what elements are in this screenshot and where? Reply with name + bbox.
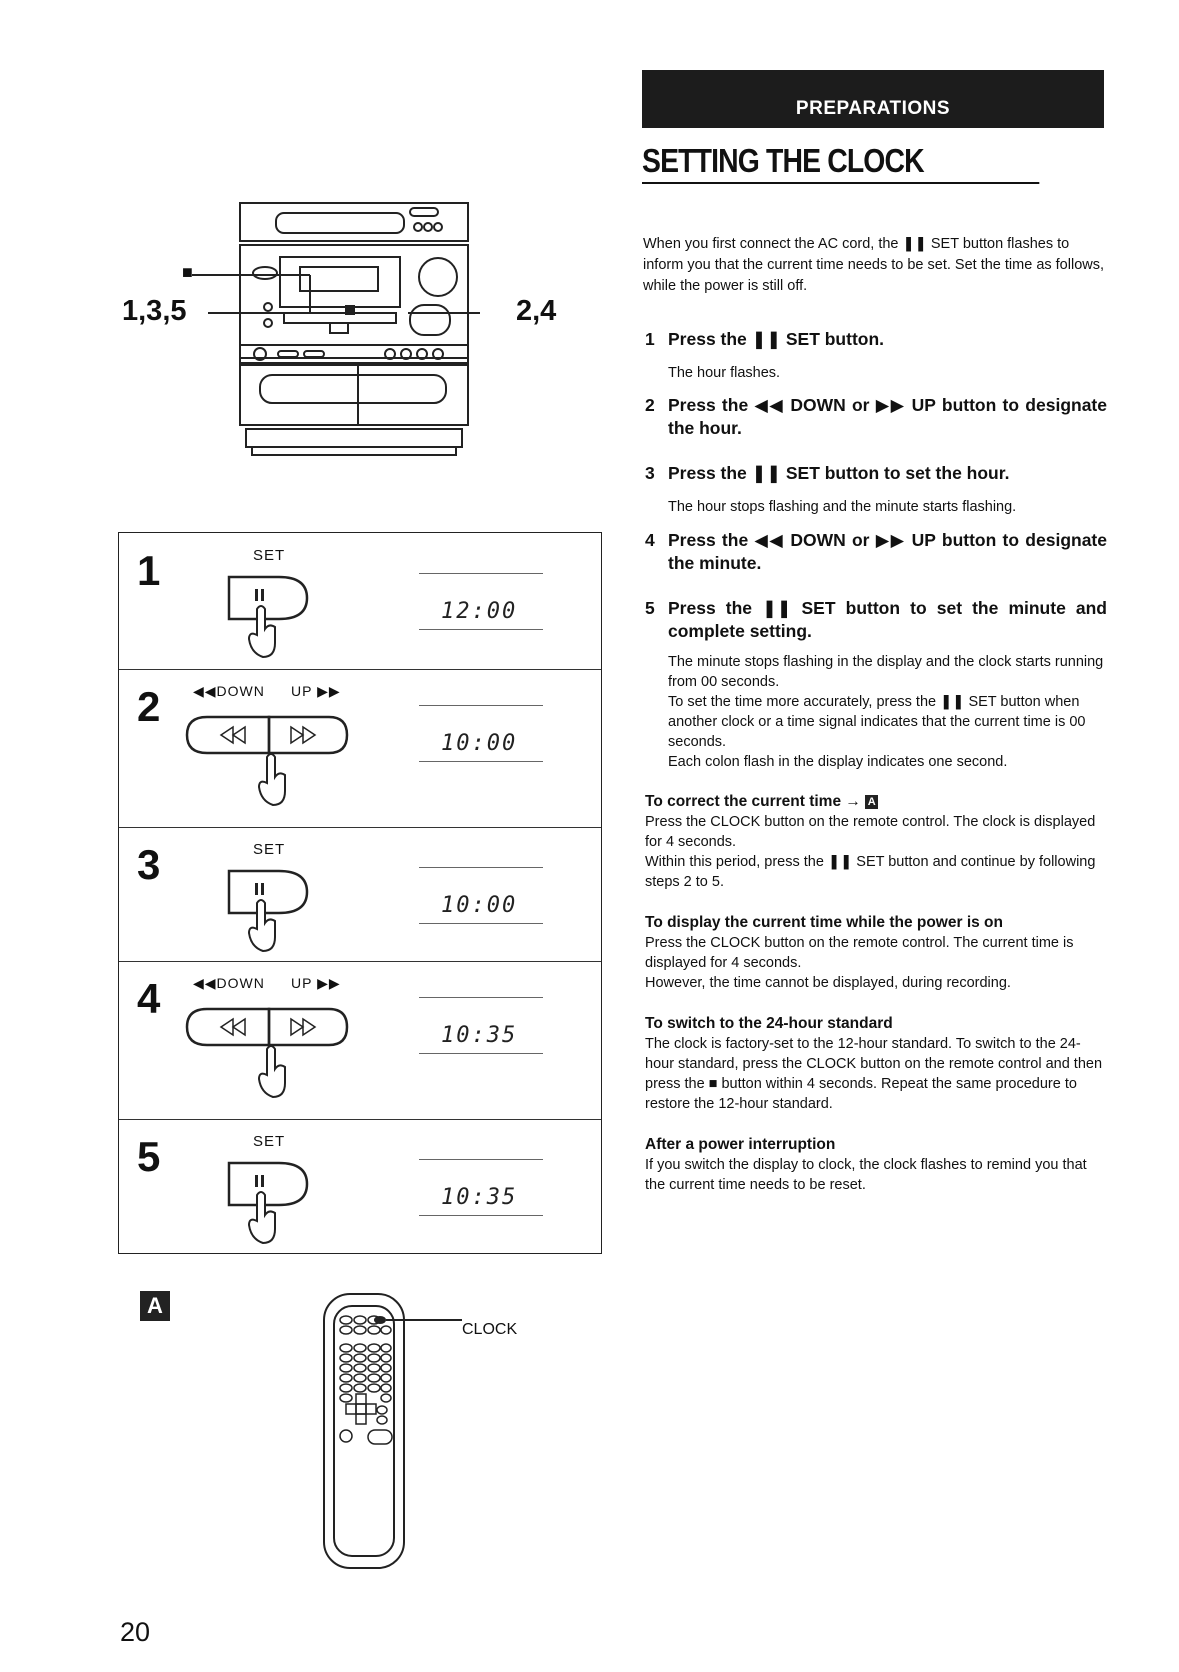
lcd-top-line bbox=[419, 1159, 543, 1160]
step-1-heading: 1 Press the ❚❚ SET button. bbox=[645, 328, 1107, 351]
label-steps-2-4: 2,4 bbox=[516, 295, 557, 327]
stop-button-symbol: ■ bbox=[182, 262, 193, 282]
up-label: UP ▶▶ bbox=[291, 975, 341, 991]
step-3-heading: 3 Press the ❚❚ SET button to set the hou… bbox=[645, 462, 1107, 485]
down-label: ◀◀DOWN bbox=[193, 975, 265, 991]
step-1-note: The hour flashes. bbox=[668, 365, 781, 381]
section-header-bar: PREPARATIONS bbox=[642, 70, 1104, 128]
set-button-hand-icon bbox=[227, 575, 309, 659]
step-illustration-table: 1 SET 12:00 2 ◀◀DOWN UP ▶▶ 10:00 3 SET bbox=[118, 532, 602, 1254]
page-number: 20 bbox=[120, 1617, 151, 1647]
step-5-notes: The minute stops flashing in the display… bbox=[668, 652, 1108, 772]
step-title: Press the ◀◀ DOWN or ▶▶ UP button to des… bbox=[668, 395, 1107, 438]
row-number: 2 bbox=[137, 683, 161, 730]
step-4-heading: 4 Press the ◀◀ DOWN or ▶▶ UP button to d… bbox=[645, 529, 1107, 575]
box-a-reference: A bbox=[865, 794, 879, 809]
lcd-top-line bbox=[419, 867, 543, 868]
set-label: SET bbox=[253, 547, 286, 564]
set-button-hand-icon bbox=[227, 869, 309, 953]
step-number: 5 bbox=[645, 598, 655, 618]
down-up-buttons-icon bbox=[185, 715, 349, 807]
stereo-unit-illustration bbox=[192, 202, 480, 456]
step-title: Press the ❚❚ SET button. bbox=[668, 329, 885, 349]
lcd-display-time: 10:35 bbox=[441, 1185, 518, 1210]
paragraph: However, the time cannot be displayed, d… bbox=[645, 975, 1011, 991]
step-5-note-1: The minute stops flashing in the display… bbox=[668, 654, 1104, 690]
row-number: 4 bbox=[137, 975, 161, 1022]
correct-time-heading: To correct the current time → A bbox=[645, 792, 1107, 812]
lcd-top-line bbox=[419, 997, 543, 998]
table-row-2: 2 ◀◀DOWN UP ▶▶ 10:00 bbox=[119, 669, 601, 828]
step-number: 4 bbox=[645, 530, 655, 550]
24-hour-body: The clock is factory-set to the 12-hour … bbox=[645, 1034, 1107, 1114]
page-title: SETTING THE CLOCK bbox=[642, 142, 1040, 184]
down-label: ◀◀DOWN bbox=[193, 683, 265, 699]
intro-paragraph: When you first connect the AC cord, the … bbox=[643, 236, 1105, 294]
row-number: 5 bbox=[137, 1133, 161, 1180]
table-row-4: 4 ◀◀DOWN UP ▶▶ 10:35 bbox=[119, 961, 601, 1120]
lcd-display-time: 10:00 bbox=[441, 893, 518, 918]
step-2-heading: 2 Press the ◀◀ DOWN or ▶▶ UP button to d… bbox=[645, 394, 1107, 440]
correct-time-title: To correct the current time → bbox=[645, 793, 861, 810]
table-row-5: 5 SET 10:35 bbox=[119, 1119, 601, 1252]
paragraph: The clock is factory-set to the 12-hour … bbox=[645, 1036, 1103, 1112]
power-interruption-body: If you switch the display to clock, the … bbox=[645, 1155, 1107, 1195]
lcd-bottom-line bbox=[419, 923, 543, 924]
set-label: SET bbox=[253, 1133, 286, 1150]
24-hour-heading: To switch to the 24-hour standard bbox=[645, 1015, 893, 1032]
correct-time-body: Press the CLOCK button on the remote con… bbox=[645, 812, 1107, 892]
display-time-heading: To display the current time while the po… bbox=[645, 914, 1003, 931]
lcd-bottom-line bbox=[419, 1215, 543, 1216]
step-number: 2 bbox=[645, 395, 655, 415]
paragraph: Within this period, press the ❚❚ SET but… bbox=[645, 854, 1096, 890]
step-5-note-2: To set the time more accurately, press t… bbox=[668, 694, 1086, 750]
paragraph: Press the CLOCK button on the remote con… bbox=[645, 935, 1074, 971]
step-number: 1 bbox=[645, 329, 655, 349]
lcd-bottom-line bbox=[419, 1053, 543, 1054]
row-number: 1 bbox=[137, 547, 161, 594]
step-title: Press the ❚❚ SET button to set the minut… bbox=[668, 598, 1107, 641]
step-title: Press the ◀◀ DOWN or ▶▶ UP button to des… bbox=[668, 530, 1107, 573]
box-a-label: A bbox=[140, 1291, 170, 1321]
step-3-note: The hour stops flashing and the minute s… bbox=[668, 499, 1017, 515]
clock-button-callout: CLOCK bbox=[462, 1321, 518, 1338]
display-time-body: Press the CLOCK button on the remote con… bbox=[645, 933, 1107, 993]
step-title: Press the ❚❚ SET button to set the hour. bbox=[668, 463, 1010, 483]
lcd-display-time: 10:00 bbox=[441, 731, 518, 756]
power-interruption-heading: After a power interruption bbox=[645, 1136, 836, 1153]
label-steps-1-3-5: 1,3,5 bbox=[122, 295, 187, 327]
step-5-heading: 5 Press the ❚❚ SET button to set the min… bbox=[645, 597, 1107, 643]
lcd-display-time: 12:00 bbox=[441, 599, 518, 624]
section-label: PREPARATIONS bbox=[795, 98, 951, 119]
step-number: 3 bbox=[645, 463, 655, 483]
set-button-hand-icon bbox=[227, 1161, 309, 1245]
table-row-1: 1 SET 12:00 bbox=[119, 533, 601, 670]
remote-control-illustration bbox=[323, 1293, 462, 1569]
set-label: SET bbox=[253, 841, 286, 858]
paragraph: Press the CLOCK button on the remote con… bbox=[645, 814, 1096, 850]
down-up-buttons-icon bbox=[185, 1007, 349, 1099]
up-label: UP ▶▶ bbox=[291, 683, 341, 699]
lcd-top-line bbox=[419, 705, 543, 706]
table-row-3: 3 SET 10:00 bbox=[119, 827, 601, 962]
lcd-bottom-line bbox=[419, 629, 543, 630]
paragraph: If you switch the display to clock, the … bbox=[645, 1157, 1087, 1193]
lcd-display-time: 10:35 bbox=[441, 1023, 518, 1048]
lcd-top-line bbox=[419, 573, 543, 574]
step-5-note-3: Each colon flash in the display indicate… bbox=[668, 754, 1008, 770]
lcd-bottom-line bbox=[419, 761, 543, 762]
row-number: 3 bbox=[137, 841, 161, 888]
